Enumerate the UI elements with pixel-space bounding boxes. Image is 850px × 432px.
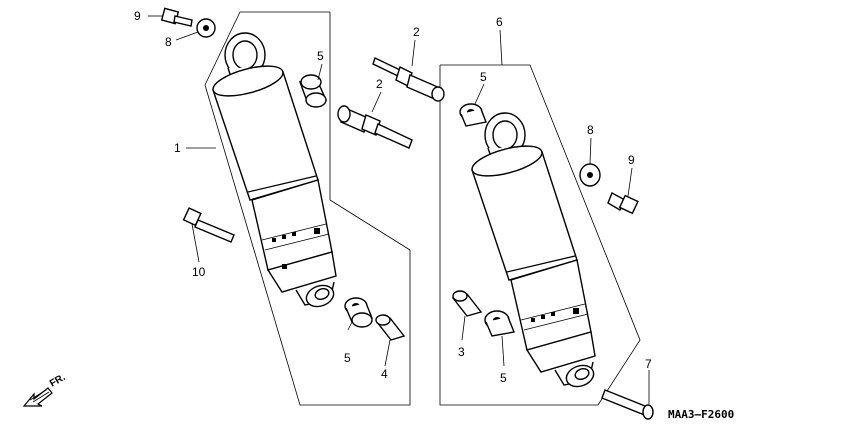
washer-8-left	[196, 18, 216, 38]
drawing-code: MAA3—F2600	[668, 408, 734, 421]
left-assembly-outline	[204, 11, 411, 406]
callout-9-right: 9	[628, 153, 635, 167]
stud-7	[601, 389, 654, 420]
collar-3	[451, 290, 483, 317]
leader-lines	[148, 15, 650, 404]
right-assembly-outline	[439, 64, 641, 406]
callout-5-lower-right: 5	[500, 371, 507, 385]
front-direction-arrow-icon	[22, 387, 53, 407]
callout-5-lower-left: 5	[344, 351, 351, 365]
callout-9-left: 9	[134, 9, 141, 23]
callout-8-right: 8	[587, 123, 594, 137]
callout-8-left: 8	[165, 35, 172, 49]
callout-6: 6	[496, 15, 503, 29]
front-direction-label: FR.	[48, 372, 68, 390]
left-shock-absorber	[212, 32, 337, 308]
callout-4: 4	[381, 367, 388, 381]
stud-2-lower	[337, 105, 413, 149]
callout-7: 7	[645, 357, 652, 371]
callout-2-lower: 2	[376, 77, 383, 91]
callout-3: 3	[458, 345, 465, 359]
bushing-5-lower-right	[484, 310, 515, 337]
callout-5-upper-left: 5	[317, 49, 324, 63]
bolt-10	[182, 207, 235, 243]
bolt-9-right	[607, 192, 639, 215]
callout-10: 10	[192, 265, 206, 279]
bushing-5-lower-left	[344, 297, 373, 328]
callout-2-upper: 2	[413, 25, 420, 39]
stud-2-upper	[372, 57, 445, 102]
bushing-5-upper-left	[299, 74, 327, 108]
collar-4	[375, 314, 406, 341]
callout-1: 1	[174, 141, 181, 155]
bushing-5-upper-right	[459, 103, 487, 127]
washer-8-right	[579, 163, 601, 187]
callout-5-upper-right: 5	[480, 70, 487, 84]
bolt-9-left	[160, 7, 193, 27]
right-shock-absorber	[471, 112, 596, 388]
